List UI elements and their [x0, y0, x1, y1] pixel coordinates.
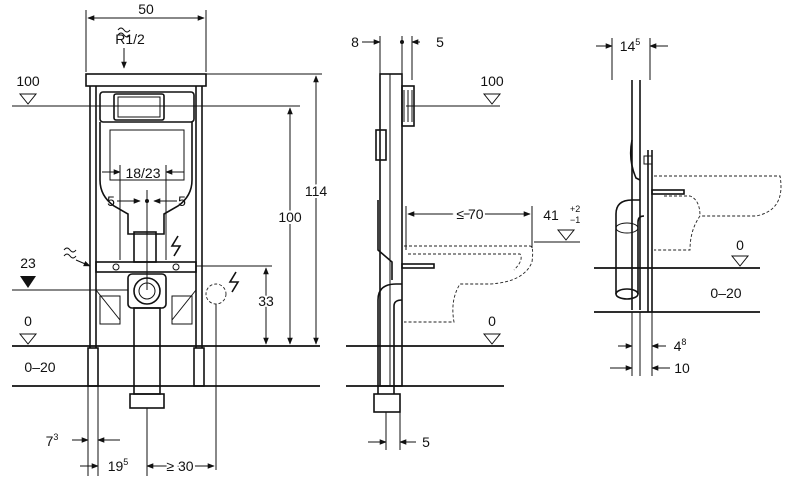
pan-tol-minus: −1 [570, 215, 580, 225]
depth-label: ≤ 70 [456, 206, 483, 222]
detail-view: 145 0 0–20 48 10 [594, 37, 782, 376]
detail-top-label: 145 [620, 37, 641, 54]
level-marker-icon [18, 93, 38, 105]
floor-level-label: 0 [24, 313, 32, 329]
side-view: 8 5 100 ≤ 70 41 +2 −1 [346, 34, 580, 450]
detail-bottom-4-base: 4 [674, 338, 682, 354]
water-inlet-icon [117, 27, 131, 69]
offset-right-label: 5 [178, 193, 186, 209]
electrical-socket-icon [228, 271, 240, 293]
detail-top-base: 14 [620, 38, 636, 54]
level-23-label: 23 [20, 255, 36, 271]
detail-floor-label: 0 [736, 237, 744, 253]
pan-level-marker-icon [556, 229, 576, 241]
electrical-icon [170, 235, 182, 257]
filled-level-marker-icon [20, 276, 36, 288]
bottom-7-label: 73 [46, 432, 59, 449]
front-view: 50 R1/2 [12, 1, 329, 476]
detail-floor-marker-icon [730, 255, 750, 267]
offset-left-label: 5 [107, 193, 115, 209]
height-33-label: 33 [258, 293, 274, 309]
detail-bottom-4-label: 48 [674, 337, 687, 354]
spacing-label: 18/23 [125, 165, 160, 181]
detail-bottom-10-label: 10 [674, 360, 690, 376]
side-floor-marker-icon [482, 333, 502, 345]
bottom-7-base: 7 [46, 433, 54, 449]
floor-range-label: 0–20 [24, 359, 55, 375]
detail-bottom-4-exp: 8 [681, 337, 686, 347]
side-top-8-label: 8 [351, 34, 359, 50]
bottom-19-base: 19 [108, 458, 124, 474]
side-level-marker-icon [482, 93, 502, 105]
side-bottom-5-label: 5 [422, 434, 430, 450]
side-top-5-label: 5 [436, 34, 444, 50]
bottom-19-exp: 5 [123, 457, 128, 467]
bottom-30-label: ≥ 30 [166, 458, 193, 474]
pan-height-label: 41 [543, 207, 559, 223]
bottom-19-label: 195 [108, 457, 129, 474]
socket-outline [205, 283, 227, 305]
side-top-level-label: 100 [480, 73, 504, 89]
width-label: 50 [138, 1, 154, 17]
floor-marker-icon [18, 333, 38, 345]
height-100-label: 100 [278, 209, 302, 225]
detail-floor-range-label: 0–20 [710, 285, 741, 301]
detail-top-exp: 5 [635, 37, 640, 47]
height-114-label: 114 [305, 183, 328, 199]
thread-label: R1/2 [115, 31, 145, 47]
water-connection-icon [63, 247, 91, 267]
side-floor-label: 0 [488, 313, 496, 329]
bottom-7-exp: 3 [53, 432, 58, 442]
top-level-label: 100 [16, 73, 40, 89]
pan-tol-plus: +2 [570, 204, 580, 214]
